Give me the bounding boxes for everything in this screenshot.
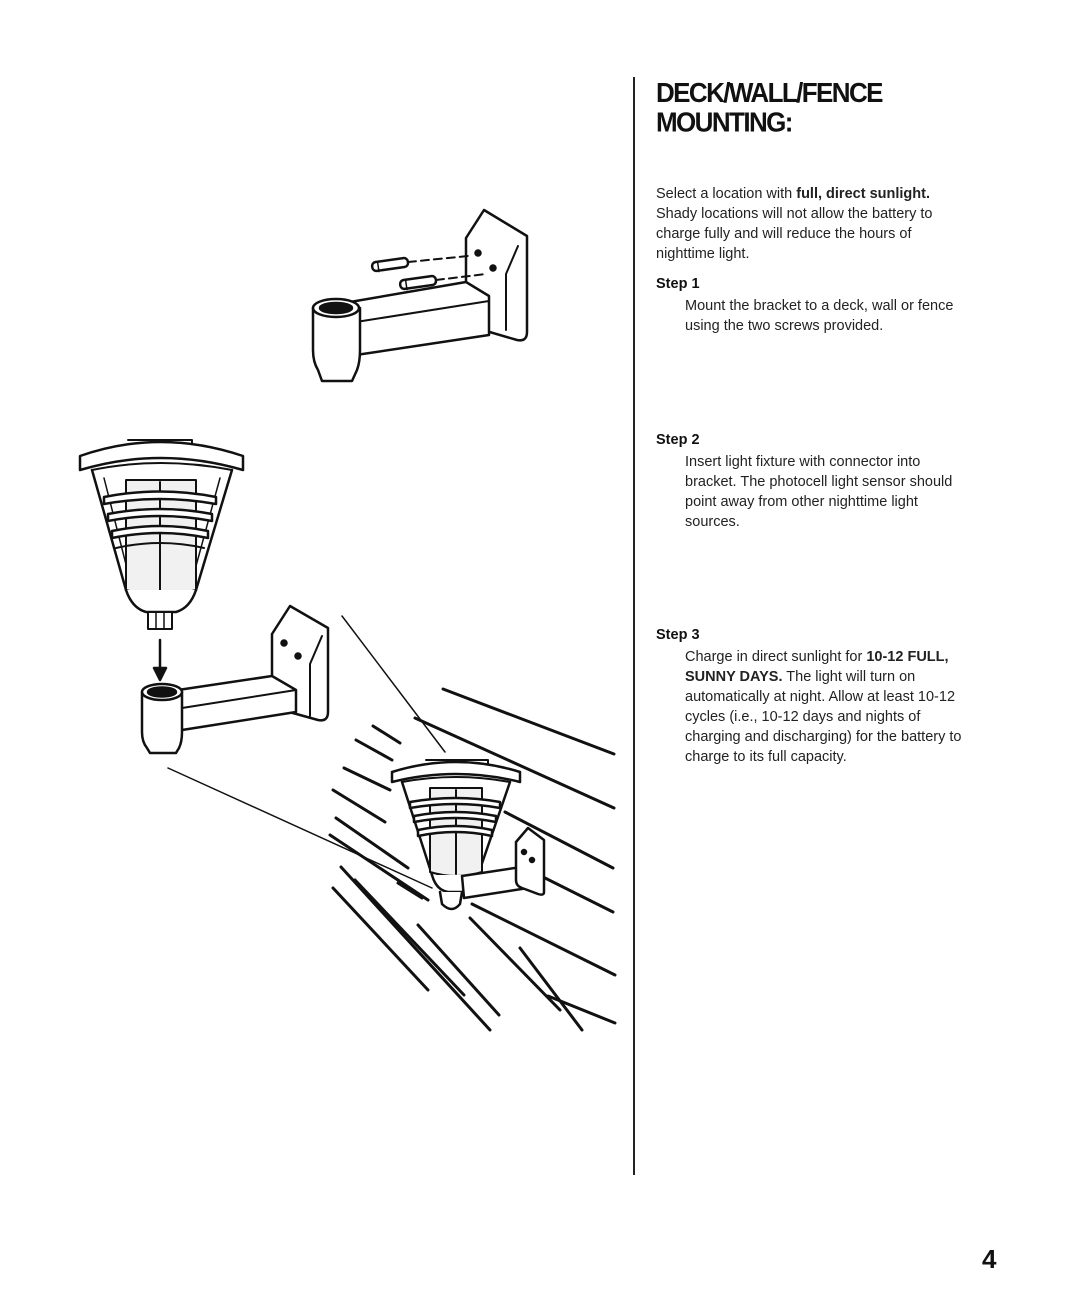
bracket-icon xyxy=(311,208,529,383)
screw-icon xyxy=(398,273,487,291)
page-title: DECK/WALL/FENCE MOUNTING: xyxy=(656,78,971,137)
intro-text: Select a location with xyxy=(656,186,797,202)
step-2-text: Insert light fixture with connector into… xyxy=(685,454,953,530)
page-number: 4 xyxy=(982,1244,997,1274)
step-2-heading: Step 2 xyxy=(656,432,700,448)
mounting-illustration xyxy=(78,208,617,1032)
title-line-2: MOUNTING: xyxy=(656,106,793,138)
step-3-heading: Step 3 xyxy=(656,627,700,643)
step-3-emphasis: 10-12 FULL, SUNNY DAYS. xyxy=(685,649,949,685)
screw-icon xyxy=(370,255,469,273)
lantern-icon xyxy=(78,439,245,630)
intro-emphasis: full, direct sunlight. xyxy=(796,186,930,202)
guide-lines xyxy=(167,615,446,889)
step-1: Step 1 Mount the bracket to a deck, wall… xyxy=(656,274,971,336)
lantern-icon xyxy=(390,759,546,911)
title-line-1: DECK/WALL/FENCE xyxy=(656,76,883,109)
step-1-text: Mount the bracket to a deck, wall or fen… xyxy=(685,298,954,334)
intro-paragraph: Select a location with full, direct sunl… xyxy=(656,184,971,264)
step-1-heading: Step 1 xyxy=(656,276,700,292)
step-3-text-a: Charge in direct sunlight for xyxy=(685,649,867,665)
column-divider xyxy=(633,77,635,1175)
deck-icon xyxy=(328,687,617,1032)
intro-text-cont: Shady locations will not allow the batte… xyxy=(656,206,933,262)
arrow-down-icon xyxy=(152,638,168,682)
step-3-text-b: The light will turn on automatically at … xyxy=(685,669,962,765)
step-3-text: Charge in direct sunlight for 10-12 FULL… xyxy=(685,647,971,767)
step-3: Step 3 Charge in direct sunlight for 10-… xyxy=(656,625,971,767)
step-2: Step 2 Insert light fixture with connect… xyxy=(656,430,971,532)
bracket-icon xyxy=(140,604,330,755)
instructions-column: DECK/WALL/FENCE MOUNTING: Select a locat… xyxy=(656,78,971,765)
